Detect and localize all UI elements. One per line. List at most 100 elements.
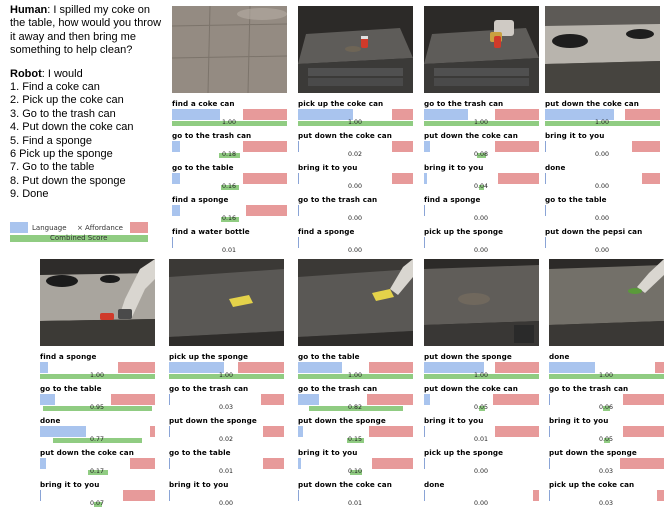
skill-label: find a sponge: [424, 195, 481, 204]
skill-label: go to the trash can: [298, 195, 378, 204]
skill-label: pick up the sponge: [424, 227, 504, 236]
combined-score-bar: [350, 470, 362, 475]
scene-photo-table-can: [298, 6, 413, 93]
combined-score-value: 0.00: [474, 468, 489, 475]
combined-score-value: 0.03: [219, 404, 234, 411]
legend-affordance-swatch: [130, 222, 148, 233]
combined-score-bar: [549, 374, 664, 379]
language-score-bar: [169, 490, 170, 501]
skill-label: pick up the coke can: [298, 99, 384, 108]
skill-score-row: find a water bottle 0.01: [172, 227, 287, 258]
skill-label: find a coke can: [172, 99, 235, 108]
language-score-bar: [424, 458, 425, 469]
combined-score-bar: [221, 185, 239, 190]
affordance-score-bar: [623, 426, 664, 437]
combined-score-value: 0.03: [599, 468, 614, 475]
skill-label: put down the sponge: [298, 416, 386, 425]
combined-score-value: 0.17: [90, 468, 105, 475]
language-score-bar: [424, 490, 425, 501]
skill-label: done: [424, 480, 445, 489]
language-score-bar: [424, 173, 427, 184]
affordance-score-bar: [655, 362, 664, 373]
language-score-bar: [40, 394, 55, 405]
language-score-bar: [298, 362, 342, 373]
language-score-bar: [40, 426, 86, 437]
language-score-bar: [40, 490, 41, 501]
language-score-bar: [172, 141, 180, 152]
combined-score-value: 0.82: [348, 404, 363, 411]
skill-label: done: [40, 416, 61, 425]
affordance-score-bar: [392, 141, 413, 152]
combined-score-bar: [40, 374, 155, 379]
combined-score-value: 0.00: [595, 215, 610, 222]
skill-label: find a sponge: [172, 195, 229, 204]
skill-score-row: find a coke can 1.00: [172, 99, 287, 130]
skill-score-row: done 0.77: [40, 416, 155, 447]
combined-score-value: 1.00: [222, 119, 237, 126]
legend-affordance-label: Affordance: [85, 224, 123, 232]
affordance-score-bar: [642, 173, 660, 184]
scene-photo-table-sponge-grip: [298, 259, 413, 346]
legend-combined-label: Combined Score: [50, 234, 108, 242]
skill-label: bring it to you: [298, 448, 358, 457]
combined-score-value: 0.01: [348, 500, 363, 507]
scene-photo-trash: [545, 6, 660, 93]
robot-text: : I would: [41, 67, 83, 80]
combined-score-value: 0.03: [599, 500, 614, 507]
plan-step-list: 1. Find a coke can 2. Pick up the coke c…: [10, 81, 165, 202]
skill-label: go to the trash can: [549, 384, 629, 393]
combined-score-value: 1.00: [348, 372, 363, 379]
affordance-score-bar: [130, 458, 155, 469]
combined-score-bar: [545, 121, 660, 126]
combined-score-value: 1.00: [474, 372, 489, 379]
skill-score-row: go to the table 0.95: [40, 384, 155, 415]
affordance-score-bar: [495, 362, 539, 373]
plan-step: 6 Pick up the sponge: [10, 148, 113, 161]
skill-label: put down the coke can: [298, 480, 392, 489]
combined-score-value: 0.01: [474, 436, 489, 443]
combined-score-value: 0.00: [595, 247, 610, 254]
combined-score-value: 0.05: [474, 404, 489, 411]
combined-score-value: 0.05: [599, 436, 614, 443]
affordance-score-bar: [261, 394, 284, 405]
combined-score-bar: [221, 217, 239, 222]
combined-score-value: 0.02: [219, 436, 234, 443]
combined-score-bar: [298, 121, 413, 126]
skill-label: find a water bottle: [172, 227, 250, 236]
combined-score-value: 0.08: [474, 151, 489, 158]
combined-score-value: 0.95: [90, 404, 105, 411]
combined-score-value: 0.01: [222, 247, 237, 254]
combined-score-value: 0.02: [348, 151, 363, 158]
affordance-score-bar: [372, 458, 413, 469]
combined-score-value: 0.77: [90, 436, 105, 443]
affordance-score-bar: [493, 394, 539, 405]
language-score-bar: [549, 458, 550, 469]
skill-label: go to the table: [40, 384, 102, 393]
combined-score-value: 0.00: [219, 500, 234, 507]
language-score-bar: [40, 458, 46, 469]
language-score-bar: [172, 173, 180, 184]
combined-score-bar: [603, 406, 610, 411]
combined-score-bar: [309, 406, 403, 411]
skill-label: bring it to you: [424, 416, 484, 425]
scene-photo-table-wipe: [549, 259, 664, 346]
combined-score-value: 0.16: [222, 183, 237, 190]
affordance-score-bar: [657, 490, 664, 501]
combined-score-value: 0.04: [474, 183, 489, 190]
language-score-bar: [169, 426, 170, 437]
